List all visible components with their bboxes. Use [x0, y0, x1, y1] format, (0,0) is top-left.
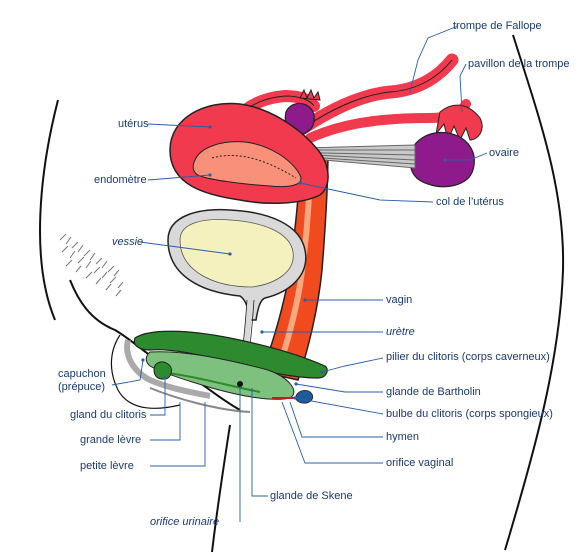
label-endometre: endomètre: [94, 174, 147, 186]
label-gland-du-clitoris: gland du clitoris: [70, 409, 147, 421]
skene-gland: [237, 381, 243, 387]
label-trompe-de-fallope: trompe de Fallope: [453, 20, 542, 32]
label-uretre: urètre: [386, 326, 415, 338]
label-orifice-urinaire: orifice urinaire: [150, 516, 220, 528]
body-outline: [39, 34, 565, 553]
label-glande-de-skene: glande de Skene: [270, 490, 353, 502]
leader-lines: [111, 25, 488, 522]
glans: [153, 361, 173, 380]
label-col-de-l-uterus: col de l’utérus: [436, 196, 504, 208]
label-prepuce: (prépuce): [58, 381, 106, 393]
clitoris: [133, 330, 328, 400]
pubic-hair: [59, 233, 124, 297]
clitoral-hood: [124, 339, 211, 399]
urine: [179, 219, 294, 288]
label-capuchon: capuchon: [58, 368, 106, 380]
label-grande-levre: grande lèvre: [80, 434, 142, 446]
label-vagin: vagin: [386, 294, 413, 306]
label-vessie: vessie: [112, 236, 144, 248]
label-bulbe-du-clitoris: bulbe du clitoris (corps spongieux): [386, 408, 553, 420]
bartholin-gland: [295, 390, 314, 404]
ovary-right: [409, 131, 475, 188]
label-petite-levre: petite lèvre: [80, 460, 134, 472]
label-pilier-du-clitoris: pilier du clitoris (corps caverneux): [386, 351, 550, 363]
label-ovaire: ovaire: [489, 147, 519, 159]
fimbriae-left: [299, 88, 321, 101]
labia: [149, 387, 251, 413]
fimbriae-right: [435, 104, 483, 142]
label-uterus: utérus: [118, 118, 149, 130]
label-hymen: hymen: [386, 431, 420, 443]
label-glande-de-bartholin: glande de Bartholin: [386, 386, 481, 398]
label-pavillon-de-la-trompe: pavillon de la trompe: [468, 58, 570, 70]
label-orifice-vaginal: orifice vaginal: [386, 457, 454, 469]
